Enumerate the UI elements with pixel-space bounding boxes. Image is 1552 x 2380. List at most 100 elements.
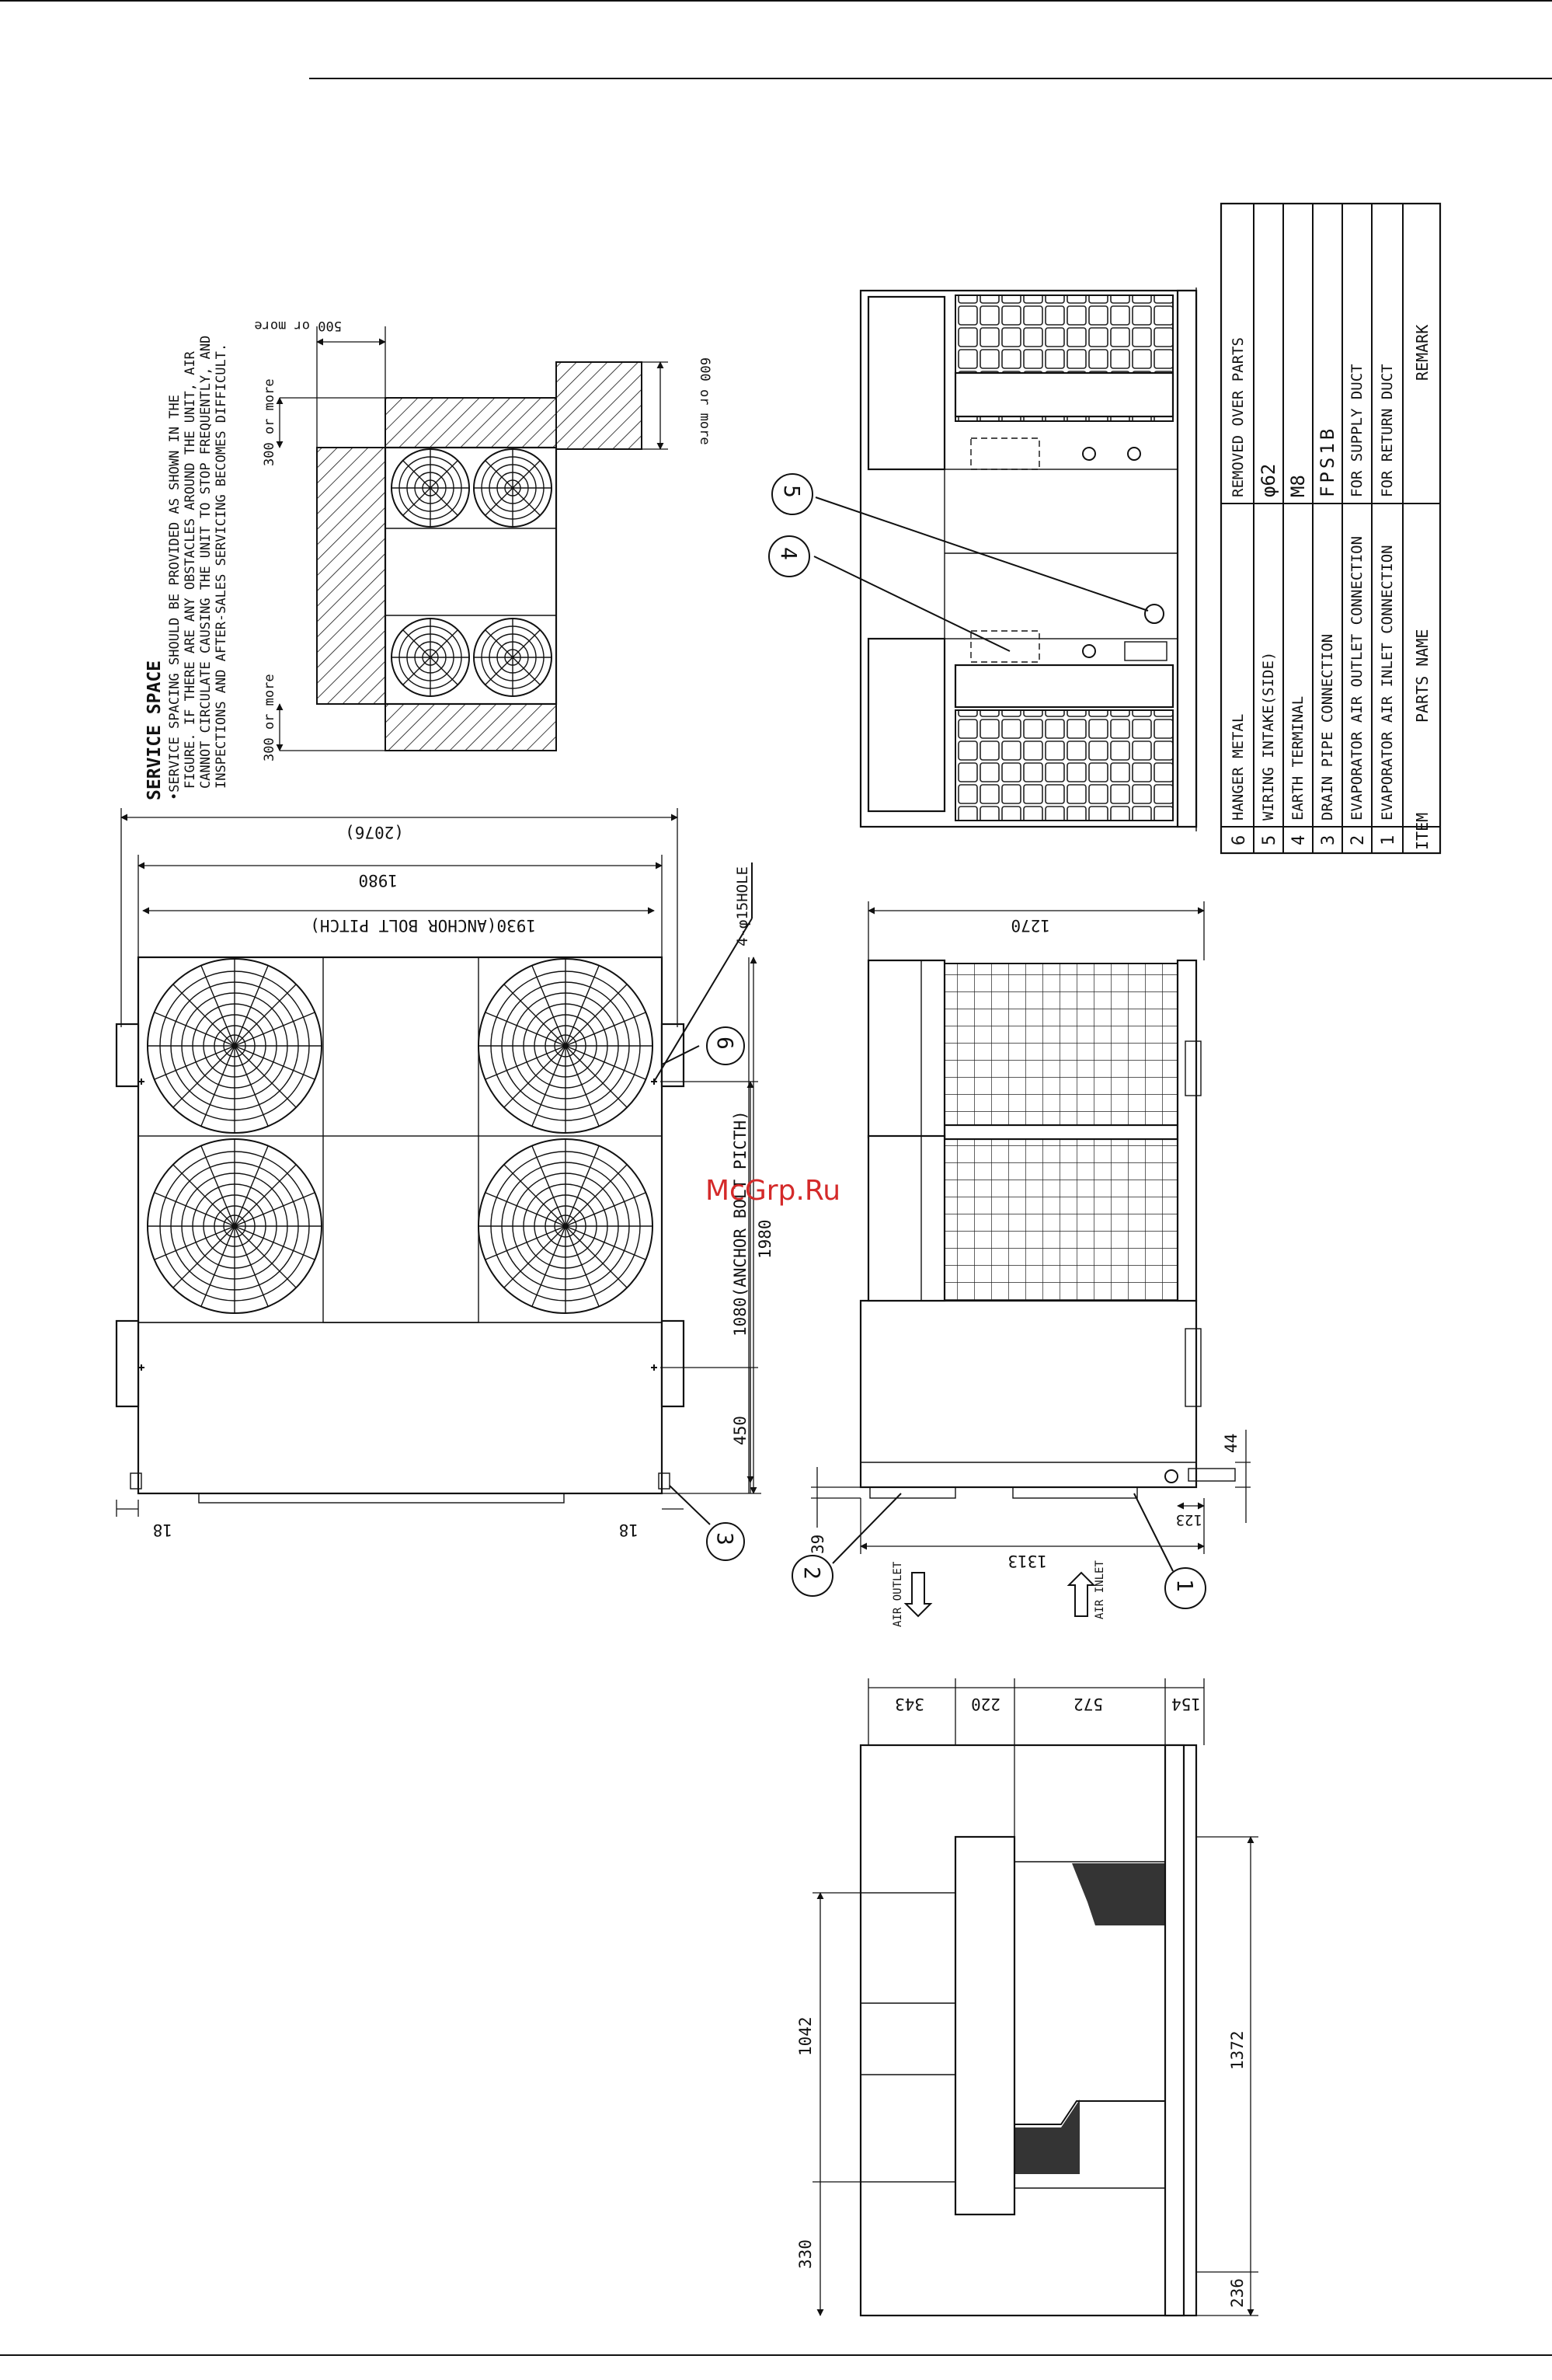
fan-icon	[391, 448, 470, 528]
duct-flange-right-lower	[660, 1319, 685, 1408]
dim-margin-right: 18	[619, 1521, 639, 1539]
fan-icon	[147, 958, 322, 1134]
fan-icon	[473, 448, 552, 528]
callout-6-circle	[706, 1026, 745, 1065]
table-row: 6 HANGER METAL REMOVED OVER PARTS	[1230, 337, 1249, 845]
unit-body-bottom	[859, 1744, 1198, 2317]
dim-343: 343	[895, 1695, 924, 1713]
side-rail	[1176, 289, 1198, 828]
row-4-item: 4	[1289, 835, 1309, 845]
fan-icon	[391, 618, 470, 697]
service-space-note-3: CANNOT CIRCULATE CAUSING THE UNIT TO STO…	[198, 336, 214, 789]
callout-1-circle	[1164, 1567, 1206, 1609]
service-space-diagram: SERVICE SPACE •SERVICE SPACING SHOULD BE…	[144, 318, 712, 800]
callout-1: 1	[1172, 1579, 1198, 1592]
parts-table: ITEM PARTS NAME REMARK 6 HANGER METAL RE…	[1220, 202, 1442, 855]
callout-3-circle	[706, 1522, 745, 1561]
table-row: 4 EARTH TERMINAL M8	[1287, 475, 1309, 845]
service-space-title: SERVICE SPACE	[144, 660, 165, 800]
table-header-item: ITEM	[1413, 813, 1432, 850]
callout-5-circle	[771, 473, 813, 515]
fan-icon	[478, 1138, 653, 1314]
dim-margin-left: 18	[153, 1521, 172, 1539]
dim-236: 236	[1228, 2278, 1247, 2308]
front-view: 1270 44 39 123 1313 AIR OUTLET AIR INLET…	[792, 901, 1251, 1627]
row-3-item: 3	[1319, 835, 1338, 845]
row-3-remark: FPS1B	[1317, 426, 1338, 497]
dim-anchor-pitch: 1930(ANCHOR BOLT PITCH)	[310, 916, 536, 935]
dim-offset-450: 450	[731, 1416, 750, 1445]
clearance-left-lower-label: 300 or more	[262, 674, 277, 761]
callout-2-circle	[792, 1555, 833, 1597]
row-2-remark: FOR SUPPLY DUCT	[1348, 364, 1366, 497]
fan-icon	[478, 958, 653, 1134]
air-outlet-label: AIR OUTLET	[892, 1561, 904, 1627]
service-space-note-1: •SERVICE SPACING SHOULD BE PROVIDED AS S…	[167, 395, 183, 800]
row-6-remark: REMOVED OVER PARTS	[1230, 337, 1247, 497]
table-row: 1 EVAPORATOR AIR INLET CONNECTION FOR RE…	[1379, 364, 1398, 845]
clearance-top-label: 500 or more	[254, 318, 342, 333]
callout-5: 5	[779, 485, 805, 498]
unit-body-top	[137, 956, 663, 1495]
duct-panel-lower	[867, 637, 946, 813]
coil-fin-block	[1014, 1863, 1166, 2174]
clearance-zone-right	[555, 361, 642, 450]
dim-depth: 1980	[756, 1219, 774, 1259]
row-2-item: 2	[1348, 835, 1368, 845]
coil-grid-lower	[944, 1138, 1178, 1302]
footer-rule	[0, 2354, 1552, 2356]
unit-footprint	[384, 446, 558, 706]
row-6-item: 6	[1230, 835, 1249, 845]
dim-anchor-pitch-side: 1080(ANCHOR BOLT PICTH)	[731, 1110, 750, 1336]
table-row: 5 WIRING INTAKE(SIDE) φ62	[1258, 464, 1279, 845]
air-outlet-arrow-icon	[903, 1572, 933, 1618]
fan-icon	[473, 618, 552, 697]
dim-123: 123	[1176, 1511, 1202, 1528]
duct-panel-upper	[867, 295, 946, 471]
dim-39: 39	[809, 1535, 827, 1554]
table-row: 2 EVAPORATOR AIR OUTLET CONNECTION FOR S…	[1348, 364, 1368, 845]
clearance-zone-top	[385, 397, 557, 448]
dim-330: 330	[796, 2239, 815, 2269]
duct-flange-left	[115, 1023, 140, 1088]
service-space-note-2: FIGURE. IF THERE ARE ANY OBSTACLES AROUN…	[183, 350, 198, 789]
row-2-name: EVAPORATOR AIR OUTLET CONNECTION	[1348, 536, 1366, 821]
coil-grid-side-lower	[955, 709, 1174, 821]
drain-fitting	[1164, 1469, 1178, 1483]
header-rule	[309, 78, 1552, 79]
duct-outlet-lower	[867, 1134, 946, 1302]
dim-hole: 4-φ15HOLE	[734, 866, 751, 946]
service-space-note-4: INSPECTIONS AND AFTER-SALES SERVICING BE…	[214, 343, 229, 789]
table-header-name: PARTS NAME	[1413, 629, 1432, 723]
row-4-remark: M8	[1287, 475, 1309, 497]
row-5-remark: φ62	[1258, 464, 1279, 497]
callout-6: 6	[712, 1037, 738, 1050]
row-3-name: DRAIN PIPE CONNECTION	[1319, 634, 1336, 821]
table-row: 3 DRAIN PIPE CONNECTION FPS1B	[1317, 426, 1338, 845]
duct-outlet-upper	[867, 959, 946, 1139]
dim-572: 572	[1074, 1695, 1103, 1713]
callout-2: 2	[799, 1566, 825, 1580]
row-6-name: HANGER METAL	[1230, 714, 1247, 821]
dim-44: 44	[1222, 1434, 1241, 1453]
dim-220: 220	[971, 1695, 1000, 1713]
row-1-item: 1	[1379, 835, 1398, 845]
row-5-item: 5	[1260, 835, 1279, 845]
top-view: (2076) 1980 1930(ANCHOR BOLT PITCH) 4-φ1…	[115, 808, 774, 1561]
callout-3: 3	[712, 1532, 738, 1545]
dim-1042: 1042	[796, 2016, 815, 2056]
row-5-name: WIRING INTAKE(SIDE)	[1260, 652, 1277, 821]
duct-flange-left-lower	[115, 1319, 140, 1408]
dim-width: 1980	[358, 871, 398, 890]
row-1-name: EVAPORATOR AIR INLET CONNECTION	[1379, 545, 1396, 821]
dim-154: 154	[1171, 1695, 1201, 1713]
dim-height: 1270	[1011, 916, 1050, 935]
bottom-rail	[1164, 1744, 1185, 2317]
row-4-name: EARTH TERMINAL	[1289, 696, 1307, 821]
row-1-remark: FOR RETURN DUCT	[1379, 364, 1396, 497]
unit-body-front	[859, 1299, 1198, 1489]
callout-4-circle	[768, 535, 810, 577]
wiring-intake	[1144, 604, 1164, 624]
dim-length: 1313	[1007, 1552, 1047, 1570]
